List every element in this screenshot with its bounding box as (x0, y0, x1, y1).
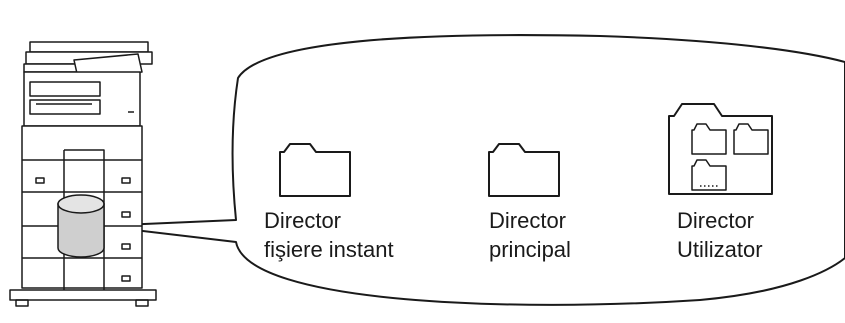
folder-icon (488, 143, 560, 197)
hard-disk-icon (57, 194, 105, 258)
folder-label-line2: fişiere instant (264, 237, 394, 262)
folder-icon (279, 143, 351, 197)
folder-label-line1: Director (264, 208, 342, 233)
folder-label-line2: Utilizator (677, 237, 763, 262)
folder-label-line2: principal (489, 237, 571, 262)
printer-icon (9, 41, 157, 307)
user-folder-icon (668, 103, 773, 195)
callout-bubble (99, 34, 845, 306)
folder-label-line1: Director (489, 208, 567, 233)
folder-label-line1: Director (677, 208, 755, 233)
